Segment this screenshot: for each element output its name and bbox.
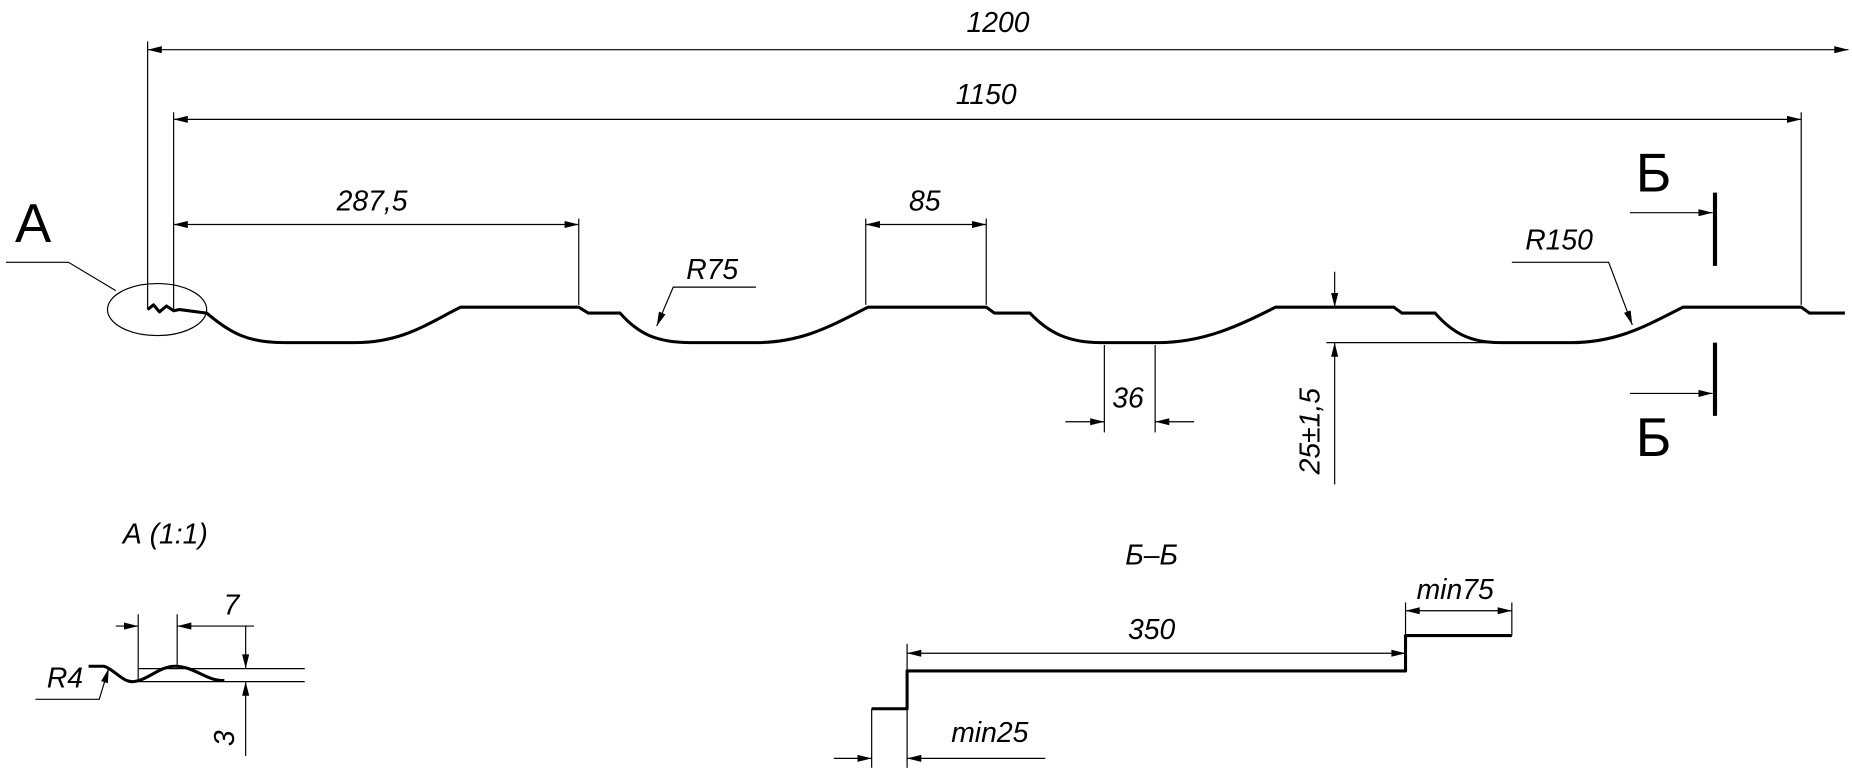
radius-r150-label: R150 (1525, 224, 1593, 256)
dim-287-5-label: 287,5 (336, 185, 408, 217)
radius-r4-leader (35, 668, 110, 700)
radius-r4-label: R4 (47, 663, 83, 695)
dim-36-label: 36 (1112, 383, 1144, 415)
dim-85-label: 85 (909, 185, 941, 217)
roof-sheet-profile (146, 303, 1845, 345)
radius-r75-leader (656, 286, 756, 327)
detail-a-leader (5, 261, 117, 292)
dim-3-label: 3 (209, 730, 241, 746)
section-mark-top-label: Б (1636, 142, 1672, 203)
dim-min75-label: min75 (1417, 574, 1494, 606)
detail-a-callout-label: А (15, 193, 52, 254)
detail-a-profile (88, 664, 225, 684)
detail-a-circle (106, 282, 208, 337)
main-profile-view: 1200 1150 287,5 85 36 25±1,5 R75 R150 (5, 7, 1849, 485)
dim-1200-label: 1200 (967, 7, 1030, 39)
section-b-title: Б–Б (1125, 540, 1178, 572)
dim-1150-label: 1150 (956, 79, 1017, 111)
section-mark-bottom-label: Б (1636, 407, 1672, 468)
section-b-view: Б–Б 350 min75 min25 (833, 540, 1513, 768)
radius-r150-leader (1511, 261, 1633, 326)
dim-height-label: 25±1,5 (1294, 388, 1326, 476)
radius-r75-label: R75 (686, 254, 738, 286)
detail-a-view: А (1:1) 7 3 R4 (35, 518, 305, 757)
section-b-profile (871, 634, 1512, 711)
dim-350-label: 350 (1128, 614, 1176, 646)
dim-7-label: 7 (224, 589, 241, 621)
dim-min25-label: min25 (951, 717, 1028, 749)
detail-a-title: А (1:1) (121, 518, 208, 550)
